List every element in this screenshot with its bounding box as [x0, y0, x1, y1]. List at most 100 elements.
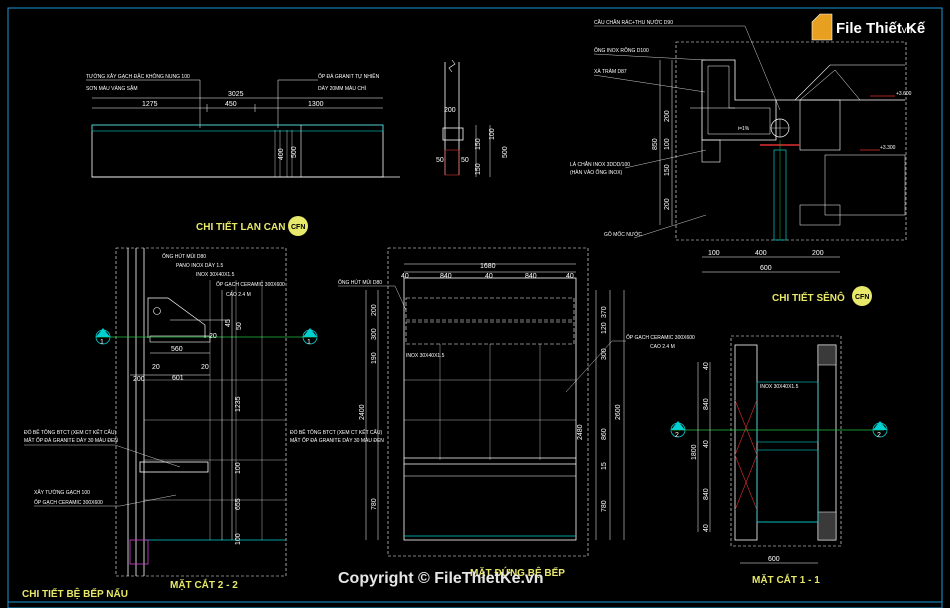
file-folder-icon [811, 13, 833, 41]
mat-cat-22-title: MẶT CẮT 2 - 2 [170, 578, 238, 591]
mc22-dim-7: 45 [225, 319, 232, 327]
mc11-dim-v-2: 840 [703, 398, 710, 410]
mc22-note-5: CAO 2.4 M [226, 292, 251, 298]
mc22-section-mark-left: 1 [100, 339, 104, 346]
lan-can-note-2: SƠN MÀU VÀNG SẬM [86, 85, 138, 92]
seno-dim-v-1: 850 [652, 138, 659, 150]
seno-detail: CẦU CHẮN RÁC+THU NƯỚC D90 ỐNG INOX RỖNG … [570, 18, 912, 306]
md-dim-top-4: 40 [401, 273, 409, 280]
seno-title: CHI TIẾT SÊNÔ [772, 291, 845, 304]
md-dim-right-3: 300 [601, 348, 608, 360]
lan-can-note-4: DÀY 20MM MÀU CHÌ [318, 85, 367, 92]
mc11-note-1: INOX 30X40X1.5 [760, 384, 799, 390]
lan-can-dim-side-9: 500 [502, 146, 509, 158]
logo-suffix: .vn [899, 25, 912, 36]
be-bep-title: CHI TIẾT BỆ BẾP NẤU [22, 587, 128, 600]
lan-can-note-1: TƯỜNG XÂY GẠCH ĐẶC KHÔNG NUNG 100 [86, 73, 190, 80]
md-dim-top-3: 840 [525, 273, 537, 280]
md-dim-right-2: 120 [601, 322, 608, 334]
lan-can-badge: CFN [291, 224, 305, 231]
lan-can-dim-side-5: 50 [461, 157, 469, 164]
lan-can-dim-side-7: 150 [475, 163, 482, 175]
mc11-dim-v-1: 40 [703, 362, 710, 370]
mc11-dim-v-6: 40 [703, 524, 710, 532]
md-note-4: MẶT ỐP ĐÁ GRANITE DÀY 30 MÀU ĐEN [290, 437, 384, 444]
lan-can-dim-side-3: 200 [444, 107, 456, 114]
seno-dim-h-3: 200 [812, 250, 824, 257]
seno-note-4: LÁ CHẮN INOX 3DDD/100 [570, 160, 630, 168]
md-dim-right-8: 2480 [577, 424, 584, 440]
mc22-dim-11: 655 [235, 498, 242, 510]
md-dim-top-5: 40 [485, 273, 493, 280]
mc11-dim-h-1: 600 [768, 556, 780, 563]
lan-can-detail: TƯỜNG XÂY GẠCH ĐẶC KHÔNG NUNG 100 SƠN MÀ… [86, 59, 509, 236]
seno-note-1: CẦU CHẮN RÁC+THU NƯỚC D90 [594, 18, 673, 26]
mc22-note-6: ĐỔ BÊ TÔNG BTCT (XEM CT KẾT CẤU) [24, 428, 116, 436]
mc22-dim-2: 200 [133, 376, 145, 383]
md-dim-right-6: 15 [601, 462, 608, 470]
mc11-section-mark-right: 2 [877, 432, 881, 439]
mc22-dim-5: 20 [201, 364, 209, 371]
mc22-note-7: MẶT ỐP ĐÁ GRANITE DÀY 30 MÀU ĐEN [24, 437, 118, 444]
mat-cat-11-title: MẶT CẮT 1 - 1 [752, 573, 820, 586]
md-dim-left-2: 300 [371, 328, 378, 340]
lan-can-dim-2: 450 [225, 101, 237, 108]
seno-dim-h-2: 400 [755, 250, 767, 257]
md-dim-top-2: 840 [440, 273, 452, 280]
mc22-note-4: ỐP GẠCH CERAMIC 300X600 [216, 281, 285, 288]
mc22-note-9: ỐP GẠCH CERAMIC 300X600 [34, 499, 103, 506]
lan-can-dim-side-4: 50 [436, 157, 444, 164]
mc22-dim-8: 50 [236, 322, 243, 330]
seno-dim-h-1: 100 [708, 250, 720, 257]
site-logo: File Thiết Kế .vn [811, 13, 926, 41]
mc22-dim-4: 20 [152, 364, 160, 371]
md-dim-right-4: 860 [601, 428, 608, 440]
md-dim-right-7: 780 [601, 500, 608, 512]
lan-can-title: CHI TIẾT LAN CAN [196, 220, 285, 233]
seno-dim-v-2: 200 [664, 110, 671, 122]
copyright-watermark: Copyright © FileThietKe.vn [338, 570, 544, 587]
md-dim-left-5: 780 [371, 498, 378, 510]
lan-can-note-3: ỐP ĐÁ GRANIT TỰ NHIÊN [318, 72, 380, 80]
mat-cat-22-detail: 560 200 601 20 20 20 45 50 1235 100 655 … [22, 247, 318, 600]
md-dim-left-1: 200 [371, 304, 378, 316]
md-dim-right-1: 370 [601, 306, 608, 318]
mc11-dim-v-5: 840 [703, 488, 710, 500]
md-note-6: CAO 2.4 M [650, 344, 675, 350]
mc11-dim-v-3: 40 [703, 440, 710, 448]
md-dim-right-5: 2600 [615, 404, 622, 420]
lan-can-dim-total: 3025 [228, 91, 244, 98]
mc22-dim-12: 100 [235, 533, 242, 545]
lan-can-dim-1: 1275 [142, 101, 158, 108]
mc22-section-mark-right: 1 [307, 339, 311, 346]
seno-level-1: +3.600 [896, 91, 912, 97]
seno-dim-h-4: 600 [760, 265, 772, 272]
mc11-section-mark-left: 2 [675, 432, 679, 439]
md-note-5: ỐP GẠCH CERAMIC 300X600 [626, 334, 695, 341]
md-dim-left-4: 2400 [359, 404, 366, 420]
md-dim-top-1: 1680 [480, 263, 496, 270]
seno-note-5: (HÀN VÀO ỐNG INOX) [570, 169, 623, 176]
mc22-dim-9: 1235 [235, 396, 242, 412]
lan-can-dim-3: 1300 [308, 101, 324, 108]
lan-can-dim-side-1: 400 [278, 148, 285, 160]
lan-can-dim-side-2: 500 [291, 146, 298, 158]
mc22-note-1: ỐNG HÚT MÙI D80 [162, 253, 206, 260]
md-dim-top-6: 40 [566, 273, 574, 280]
seno-note-6: GỖ MỐC NƯỚC [604, 231, 642, 238]
mc22-dim-1: 560 [171, 346, 183, 353]
seno-level-2: +3.300 [880, 145, 896, 151]
mc22-note-8: XÂY TƯỜNG GẠCH 100 [34, 489, 90, 496]
mc22-dim-10: 100 [235, 462, 242, 474]
mc22-note-2: PANO INOX DÀY 1.5 [176, 262, 224, 269]
seno-slope: i=1% [738, 126, 750, 132]
seno-note-2: ỐNG INOX RỖNG D100 [594, 47, 649, 54]
seno-note-3: XÀ TRÀM D87 [594, 68, 627, 75]
md-dim-left-3: 190 [371, 352, 378, 364]
md-note-3: ĐỔ BÊ TÔNG BTCT (XEM CT KẾT CẤU) [290, 428, 382, 436]
seno-badge: CFN [855, 294, 869, 301]
mc11-dim-v-4: 1800 [691, 444, 698, 460]
mc22-dim-3: 601 [172, 375, 184, 382]
md-note-1: ỐNG HÚT MÙI D80 [338, 279, 382, 286]
